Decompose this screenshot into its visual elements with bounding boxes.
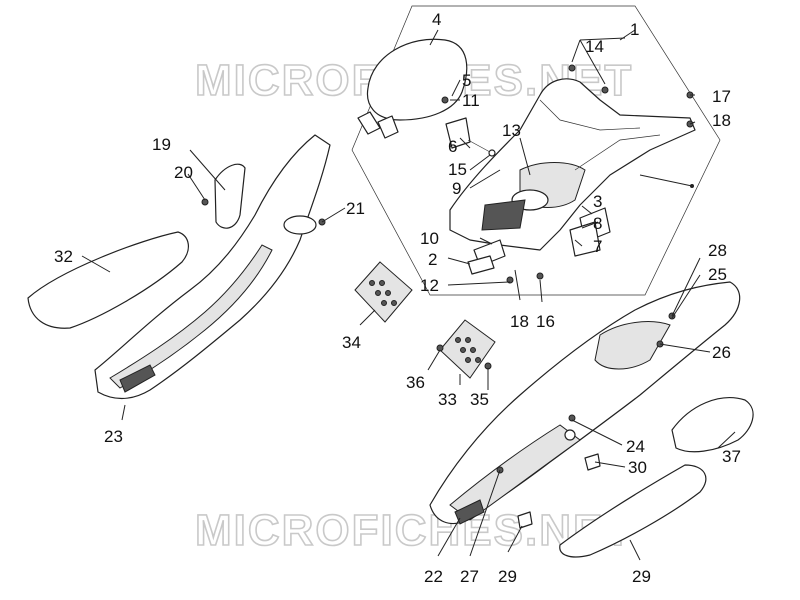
callout-11: 11 xyxy=(462,91,480,110)
callout-13: 13 xyxy=(502,121,521,140)
callout-34: 34 xyxy=(342,333,361,352)
callout-27: 27 xyxy=(460,567,479,586)
callout-9: 9 xyxy=(452,179,461,198)
callout-12: 12 xyxy=(420,276,439,295)
part-33-footrest xyxy=(439,319,496,379)
callout-15: 15 xyxy=(448,160,467,179)
part-32-mat xyxy=(27,231,189,329)
callout-14: 14 xyxy=(585,37,604,56)
callout-35: 35 xyxy=(470,390,489,409)
callout-29-bottom: 29 xyxy=(498,567,517,586)
callout-29-right: 29 xyxy=(632,567,651,586)
part-29-mat xyxy=(559,464,707,558)
part-37-cover xyxy=(671,397,754,453)
callout-33: 33 xyxy=(438,390,457,409)
callout-3: 3 xyxy=(593,192,602,211)
callout-30: 30 xyxy=(628,458,647,477)
assembly-outline xyxy=(351,5,721,296)
callout-18-bottom: 18 xyxy=(510,312,529,331)
part-11-screw xyxy=(441,96,449,104)
callout-5: 5 xyxy=(462,71,471,90)
part-6-bracket xyxy=(445,117,496,157)
callout-28: 28 xyxy=(708,241,727,260)
part-34-footrest xyxy=(354,261,413,323)
callout-6: 6 xyxy=(448,137,457,156)
callout-1: 1 xyxy=(630,20,639,39)
callout-21: 21 xyxy=(346,199,365,218)
part-12-screw xyxy=(506,276,514,284)
callout-23: 23 xyxy=(104,427,123,446)
callout-20: 20 xyxy=(174,163,193,182)
callout-7: 7 xyxy=(593,237,602,256)
callout-17: 17 xyxy=(712,87,731,106)
callout-25: 25 xyxy=(708,265,727,284)
callout-16: 16 xyxy=(536,312,555,331)
part-24-screw xyxy=(568,414,576,422)
callout-18-top: 18 xyxy=(712,111,731,130)
part-14-screw-b xyxy=(601,86,609,94)
callout-26: 26 xyxy=(712,343,731,362)
part-23-left-panel xyxy=(94,134,331,400)
part-20-screw xyxy=(201,198,209,206)
callout-19: 19 xyxy=(152,135,171,154)
callout-10: 10 xyxy=(420,229,439,248)
part-3-bracket xyxy=(569,207,611,257)
callout-4: 4 xyxy=(432,10,441,29)
callout-24: 24 xyxy=(626,437,645,456)
part-14-screw xyxy=(568,64,576,72)
part-29-clip xyxy=(517,511,533,529)
callout-2: 2 xyxy=(428,250,437,269)
callout-32: 32 xyxy=(54,247,73,266)
callout-37: 37 xyxy=(722,447,741,466)
part-30-clip xyxy=(584,453,601,471)
callout-22: 22 xyxy=(424,567,443,586)
part-19-cover xyxy=(214,163,246,229)
callout-36: 36 xyxy=(406,373,425,392)
part-36-nut xyxy=(436,344,444,352)
part-2-bracket xyxy=(467,255,495,275)
leader-lines xyxy=(81,29,736,561)
watermark-bottom: MICROFICHES.NET xyxy=(195,506,633,555)
part-1-frame xyxy=(449,78,696,251)
part-16-screw xyxy=(536,272,544,280)
callout-8: 8 xyxy=(593,214,602,233)
